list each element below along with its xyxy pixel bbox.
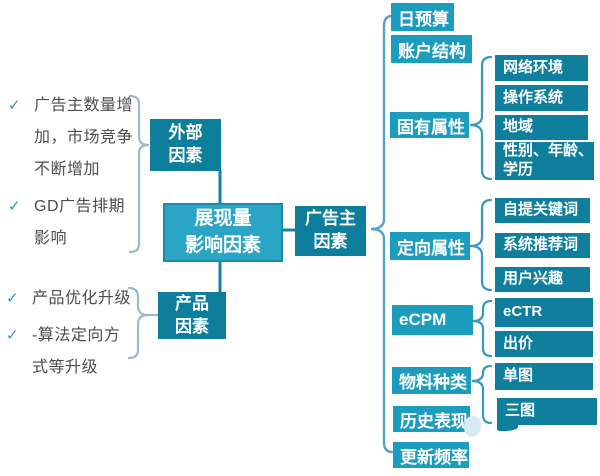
note-item: ✓ GD广告排期影响: [8, 191, 134, 255]
leaf-three-image: 三图: [497, 398, 597, 425]
leaf-os: 操作系统: [495, 85, 588, 111]
branch-material-type: 物料种类: [392, 367, 471, 394]
leaf-network-env: 网络环境: [495, 55, 588, 81]
external-factors-box: 外部 因素: [150, 119, 221, 171]
note-item: ✓ -算法定向方式等升级: [6, 320, 134, 384]
leaf-demographics: 性别、年龄、学历: [495, 142, 594, 180]
branch-ecpm: eCPM: [392, 305, 473, 335]
branch-targeting-attrs: 定向属性: [390, 232, 470, 260]
watermark-artifact-wedge: [497, 424, 518, 431]
inherent-attrs-brace: [469, 55, 493, 181]
leaf-single-image: 单图: [495, 363, 593, 390]
ecpm-brace: [472, 299, 493, 358]
branch-update-frequency: 更新频率: [393, 442, 469, 468]
leaf-ectr: eCTR: [495, 298, 593, 327]
leaf-user-interest: 用户兴趣: [495, 267, 590, 292]
external-notes-brace: [128, 94, 150, 254]
leaf-region: 地域: [495, 115, 588, 140]
advertiser-brace: [370, 14, 394, 454]
note-item: ✓ 广告主数量增加，市场竞争不断增加: [8, 90, 134, 186]
note-text: 广告主数量增加，市场竞争不断增加: [34, 97, 134, 178]
check-icon: ✓: [6, 327, 19, 344]
branch-history-performance: 历史表现: [393, 406, 470, 432]
note-text: GD广告排期影响: [34, 198, 126, 247]
product-notes-list: ✓ 产品优化升级 ✓ -算法定向方式等升级: [6, 283, 134, 389]
product-factors-box: 产品 因素: [158, 292, 226, 339]
watermark-artifact-blob: [464, 416, 481, 437]
targeting-attrs-brace: [469, 198, 493, 292]
leaf-bid: 出价: [495, 331, 593, 357]
external-notes-list: ✓ 广告主数量增加，市场竞争不断增加 ✓ GD广告排期影响: [8, 90, 134, 260]
note-item: ✓ 产品优化升级: [6, 283, 134, 315]
branch-account-structure: 账户结构: [391, 35, 472, 63]
note-text: 产品优化升级: [32, 290, 132, 307]
check-icon: ✓: [6, 290, 19, 307]
note-text: -算法定向方式等升级: [32, 327, 121, 376]
check-icon: ✓: [8, 198, 21, 215]
material-type-brace: [471, 364, 493, 425]
leaf-self-keywords: 自提关键词: [495, 198, 590, 223]
branch-daily-budget: 日预算: [391, 3, 454, 31]
branch-inherent-attrs: 固有属性: [390, 112, 469, 138]
check-icon: ✓: [8, 97, 21, 114]
advertiser-factors-box: 广告主 因素: [295, 206, 366, 256]
leaf-system-keywords: 系统推荐词: [495, 233, 590, 258]
root-box-impression-factors: 展现量 影响因素: [163, 203, 283, 262]
